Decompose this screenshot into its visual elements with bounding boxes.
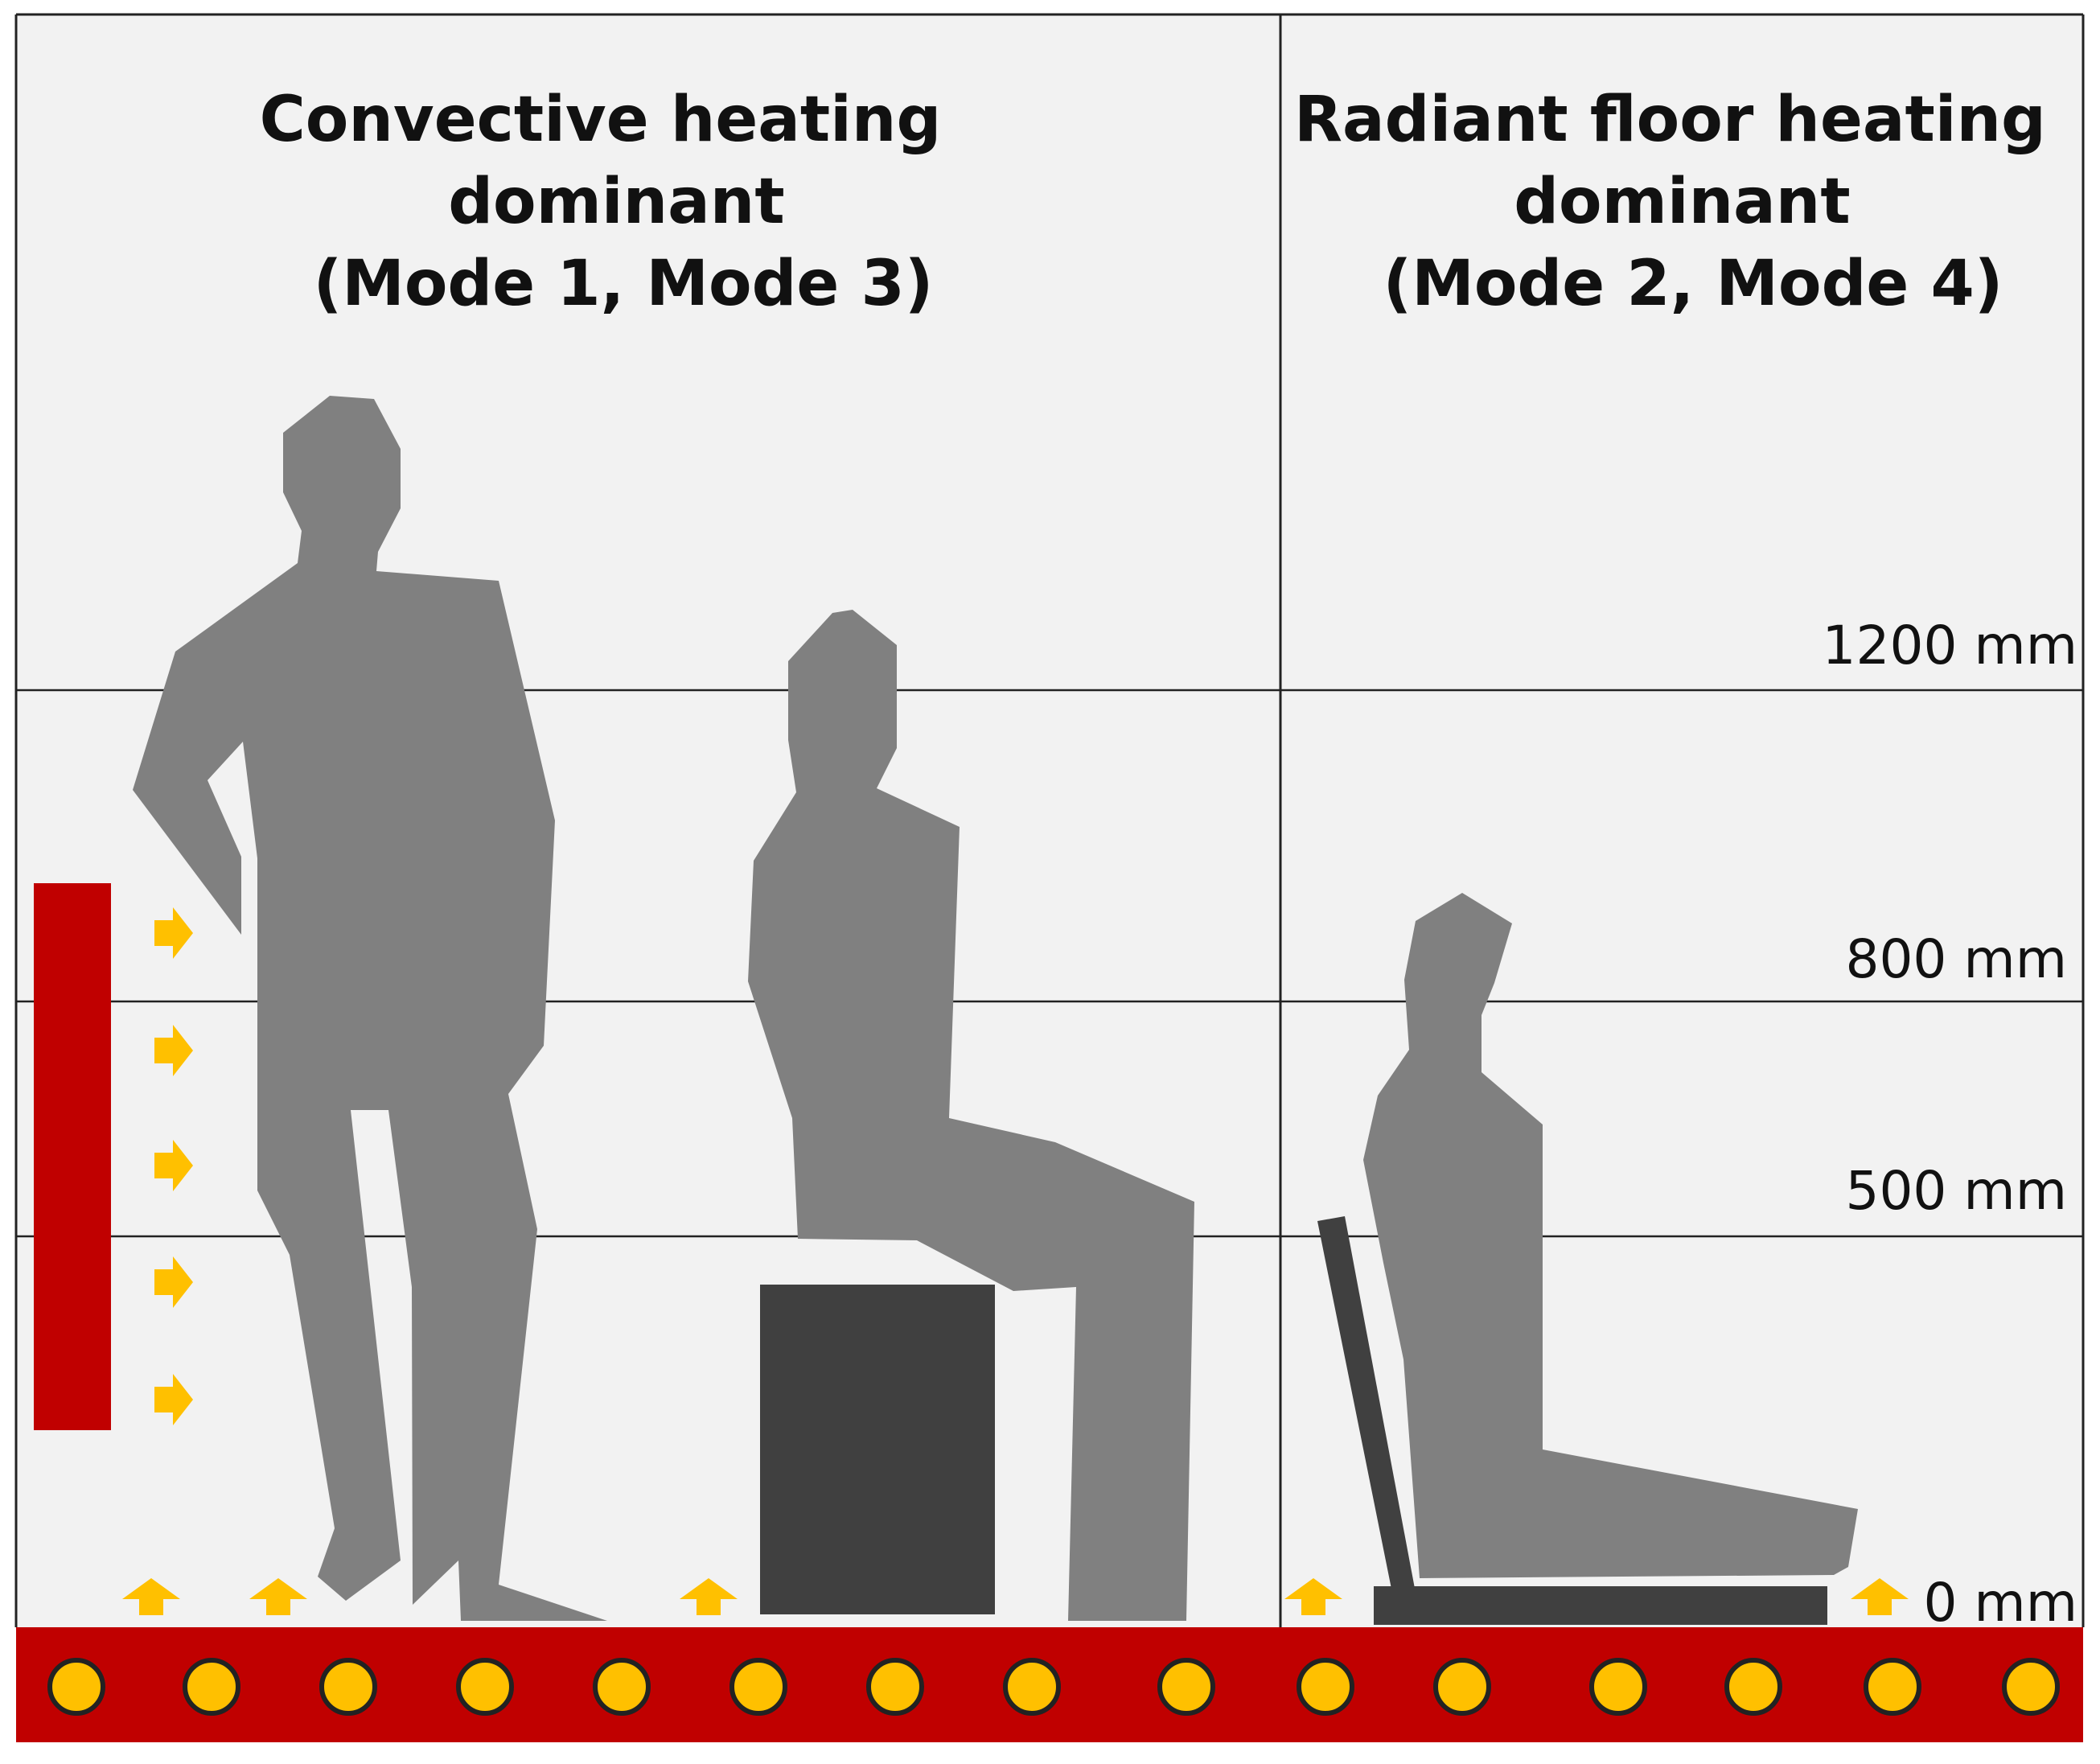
left-title-line-2: dominant [448,166,784,238]
pipe-circle-icon [183,1658,240,1716]
right-title-line-3: (Mode 2, Mode 4) [1383,248,2003,320]
floor-sitting-person [1363,893,1858,1578]
sitting-person-on-stool [748,610,1194,1621]
panel-frame [14,13,2085,1633]
pipe-circle-icon [729,1658,787,1716]
right-panel-title: Radiant floor heating dominant (Mode 2, … [1294,84,2068,320]
pipe-circle-icon [1724,1658,1782,1716]
arrow-icon [154,1025,193,1076]
floor-heating-pipes [47,1658,2060,1716]
arrow-icon [680,1578,738,1615]
pipe-circle-icon [1003,1658,1061,1716]
left-panel-title: Convective heating dominant (Mode 1, Mod… [260,84,964,320]
standing-person [133,396,607,1621]
arrow-icon [249,1578,307,1615]
label-500mm: 500 mm [1845,1160,2067,1222]
pipe-circle-icon [1157,1658,1215,1716]
pipe-circle-icon [593,1658,651,1716]
arrow-icon [154,907,193,959]
right-title-line-1: Radiant floor heating [1294,84,2046,156]
arrow-icon [154,1256,193,1308]
label-800mm: 800 mm [1845,928,2067,990]
left-title-line-1: Convective heating [260,84,942,156]
pipe-circle-icon [1433,1658,1491,1716]
floor-chair-backrest [1317,1216,1416,1609]
convective-heat-arrows [154,907,193,1425]
label-0mm: 0 mm [1923,1572,2077,1634]
stool [760,1285,995,1614]
floor-chair-seat [1374,1586,1827,1625]
pipe-circle-icon [866,1658,924,1716]
pipe-circle-icon [456,1658,514,1716]
arrow-icon [1851,1578,1909,1615]
label-1200mm: 1200 mm [1822,615,2077,676]
floor-heat-arrows [122,1578,1909,1615]
pipe-circle-icon [47,1658,105,1716]
pipe-circle-icon [319,1658,377,1716]
pipe-circle-icon [1589,1658,1647,1716]
left-title-line-3: (Mode 1, Mode 3) [314,248,934,320]
pipe-circle-icon [1297,1658,1354,1716]
right-title-line-2: dominant [1514,166,1850,238]
arrow-icon [154,1374,193,1425]
wall-heater [34,883,111,1430]
pipe-circle-icon [2002,1658,2060,1716]
arrow-icon [154,1140,193,1191]
arrow-icon [122,1578,180,1615]
pipe-circle-icon [1864,1658,1921,1716]
arrow-icon [1284,1578,1342,1615]
